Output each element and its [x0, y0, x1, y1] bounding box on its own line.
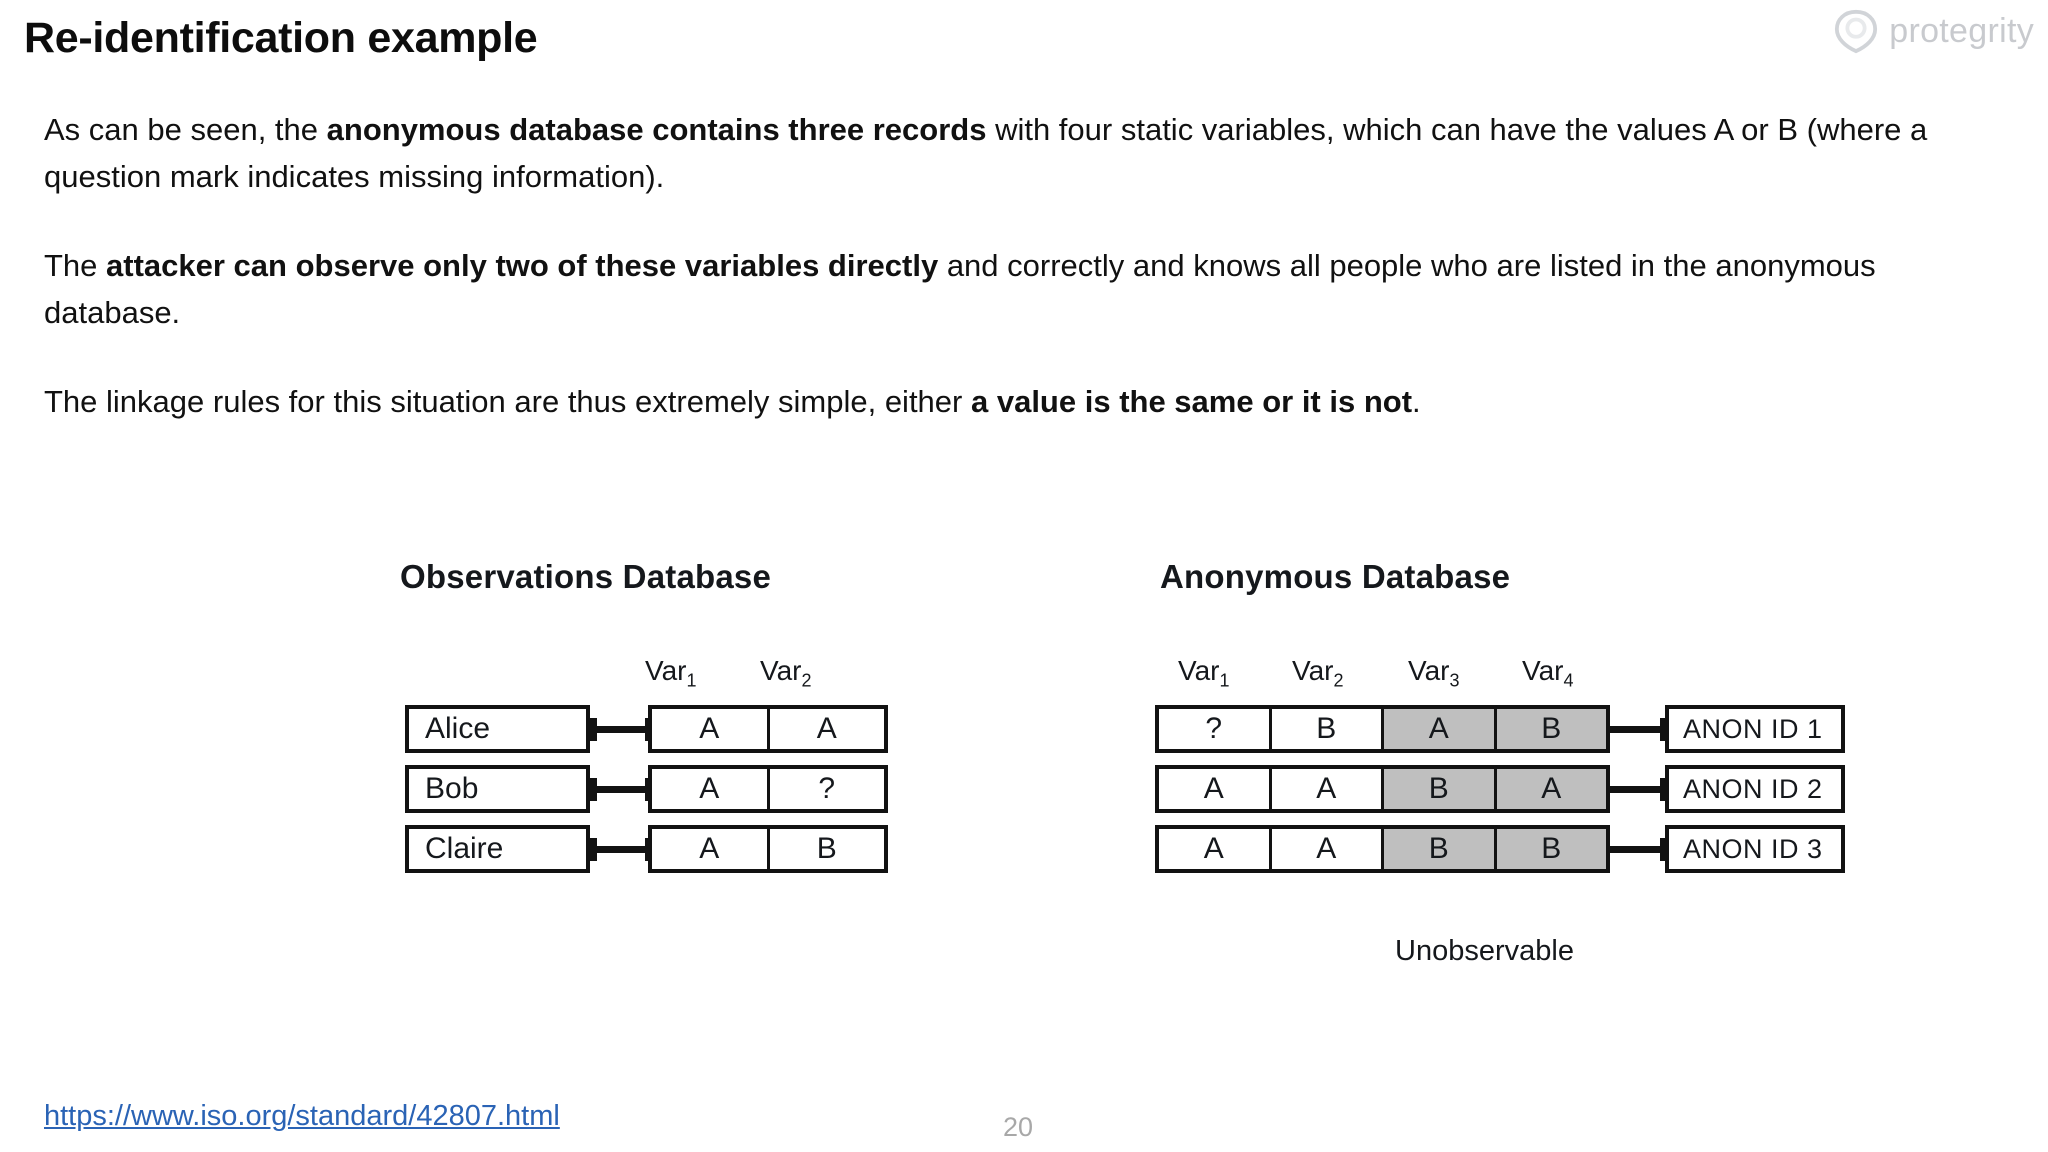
anon-id-box[interactable]: ANON ID 3: [1665, 825, 1845, 873]
anonymous-cell[interactable]: B: [1496, 709, 1606, 749]
anon-connector-line: [1610, 846, 1666, 853]
text-run: a value is the same or it is not: [970, 384, 1413, 419]
anon-connector-cap: [1660, 718, 1667, 741]
observation-cell[interactable]: A: [652, 769, 770, 809]
observation-cell[interactable]: A: [652, 709, 770, 749]
slide-body: As can be seen, the anonymous database c…: [44, 106, 2004, 467]
anon-id-box[interactable]: ANON ID 1: [1665, 705, 1845, 753]
shield-icon: [1833, 8, 1879, 54]
anonymous-cell[interactable]: B: [1272, 709, 1384, 749]
observation-name-box[interactable]: Bob: [405, 765, 590, 813]
anonymous-cell[interactable]: A: [1272, 829, 1384, 869]
observation-cell[interactable]: ?: [818, 772, 836, 805]
text-run: with four static variables, which can ha…: [44, 112, 1928, 194]
brand-logo: protegrity: [1833, 8, 2034, 54]
anonymous-cell[interactable]: A: [1496, 769, 1606, 809]
observation-name-box[interactable]: Claire: [405, 825, 590, 873]
anonymous-cell[interactable]: A: [1159, 829, 1272, 869]
anon-id-label: ANON ID 1: [1683, 713, 1823, 744]
text-run: As can be seen, the: [44, 112, 327, 147]
anonymous-database-heading: Anonymous Database: [1160, 558, 1511, 595]
var-label-anon-3: Var3: [1408, 655, 1460, 691]
anonymous-cell[interactable]: A: [1384, 709, 1497, 749]
observation-name-label: Bob: [425, 772, 479, 805]
anon-connector-line: [1610, 726, 1666, 733]
brand-name: protegrity: [1889, 11, 2034, 50]
observation-name-label: Claire: [425, 832, 504, 865]
text-run: The linkage rules for this situation are…: [44, 384, 971, 419]
text-run: attacker can observe only two of these v…: [106, 248, 939, 283]
anon-id-label: ANON ID 2: [1683, 773, 1823, 804]
var-label-anon-1: Var1: [1178, 655, 1230, 691]
var-label-anon-4: Var4: [1522, 655, 1574, 691]
page-number: 20: [1003, 1112, 1034, 1142]
text-run: The: [44, 248, 107, 283]
anon-connector-line: [1610, 786, 1666, 793]
observation-cell[interactable]: A: [652, 829, 770, 869]
anonymous-cell[interactable]: ?: [1159, 709, 1272, 749]
text-run: and correctly and knows all people who a…: [44, 248, 1876, 330]
text-run: .: [1412, 384, 1421, 419]
paragraph-1: As can be seen, the anonymous database c…: [44, 106, 2004, 200]
anonymous-cell[interactable]: A: [1159, 769, 1272, 809]
anon-id-box[interactable]: ANON ID 2: [1665, 765, 1845, 813]
observation-name-label: Alice: [425, 712, 491, 745]
anon-connector-cap: [1660, 778, 1667, 801]
anon-connector-cap: [1660, 838, 1667, 861]
var-label-obs-2: Var2: [760, 655, 812, 691]
paragraph-3: The linkage rules for this situation are…: [44, 378, 2004, 425]
anonymous-cell[interactable]: A: [1272, 769, 1384, 809]
connector-line: [593, 846, 649, 853]
page-title: Re-identification example: [24, 14, 538, 62]
anonymous-cell[interactable]: B: [1384, 769, 1497, 809]
paragraph-2: The attacker can observe only two of the…: [44, 242, 2004, 336]
observation-values-box[interactable]: A?: [648, 765, 888, 813]
observation-cell[interactable]: B: [816, 832, 837, 865]
text-run: anonymous database contains three record…: [326, 112, 987, 147]
anon-id-label: ANON ID 3: [1683, 833, 1823, 864]
source-link[interactable]: https://www.iso.org/standard/42807.html: [44, 1100, 560, 1132]
observations-database-heading: Observations Database: [400, 558, 772, 595]
var-label-obs-1: Var1: [645, 655, 697, 691]
re-identification-diagram: Observations Database Anonymous Database…: [0, 540, 2048, 1020]
anonymous-cell[interactable]: B: [1496, 829, 1606, 869]
observation-name-box[interactable]: Alice: [405, 705, 590, 753]
unobservable-label: Unobservable: [1395, 935, 1574, 967]
anonymous-cell[interactable]: B: [1384, 829, 1497, 869]
connector-line: [593, 726, 649, 733]
connector-line: [593, 786, 649, 793]
observation-cell[interactable]: A: [816, 712, 837, 745]
var-label-anon-2: Var2: [1292, 655, 1344, 691]
